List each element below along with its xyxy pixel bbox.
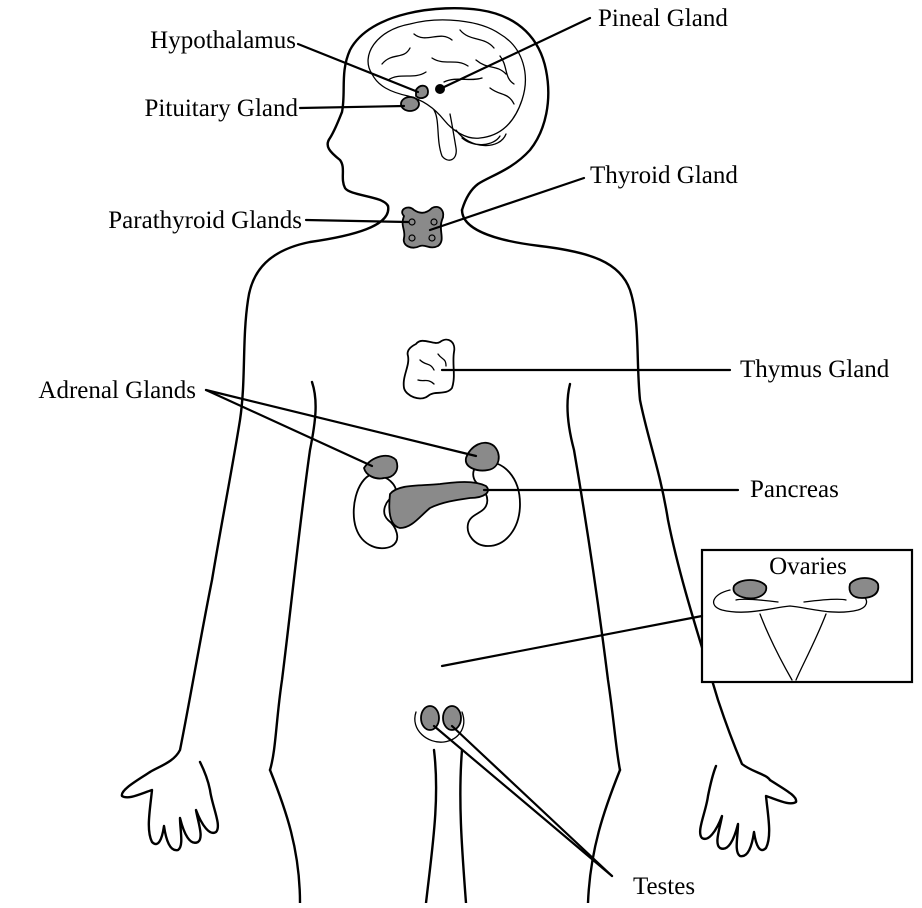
hypothalamus-leader (298, 44, 418, 92)
right-ovary (850, 578, 879, 598)
brain (368, 20, 525, 160)
pineal-leader (442, 18, 590, 88)
testes-leader-right (452, 726, 612, 876)
label-hypothalamus: Hypothalamus (150, 27, 296, 54)
brain-stem (434, 110, 456, 160)
right-adrenal-gland (466, 443, 499, 471)
label-thymus-gland: Thymus Gland (740, 356, 890, 383)
left-leg (270, 770, 300, 903)
head-outline (328, 8, 549, 210)
brain-folds (382, 30, 514, 104)
pineal-gland (435, 84, 445, 94)
label-adrenal-glands: Adrenal Glands (38, 377, 196, 404)
label-pineal-gland: Pineal Gland (598, 5, 728, 32)
inner-left-leg (426, 750, 436, 903)
adrenal-leader-left (206, 390, 372, 466)
left-inner-arm (270, 382, 316, 770)
left-ovary (734, 580, 767, 598)
right-hand (700, 766, 796, 856)
testes-gland (415, 706, 464, 742)
pituitary-gland (401, 97, 419, 111)
thyroid-leader (430, 178, 584, 230)
pituitary-leader (300, 106, 404, 108)
right-inner-arm (567, 384, 620, 770)
label-pituitary-gland: Pituitary Gland (145, 95, 299, 122)
parathyroid-leader (306, 220, 408, 222)
label-parathyroid-glands: Parathyroid Glands (108, 207, 302, 234)
label-thyroid-gland: Thyroid Gland (590, 162, 738, 189)
adrenal-leader-right (206, 390, 476, 456)
right-leg (588, 770, 620, 903)
ovaries-leader (442, 616, 702, 666)
inner-right-leg (460, 750, 466, 903)
leader-lines (206, 18, 738, 876)
torso-left (150, 206, 388, 772)
label-pancreas: Pancreas (750, 476, 839, 503)
label-ovaries: Ovaries (769, 553, 847, 580)
right-kidney (468, 462, 520, 546)
label-testes: Testes (633, 873, 695, 900)
left-hand (122, 762, 218, 850)
body-outline (122, 8, 796, 903)
left-adrenal-gland (364, 456, 397, 479)
